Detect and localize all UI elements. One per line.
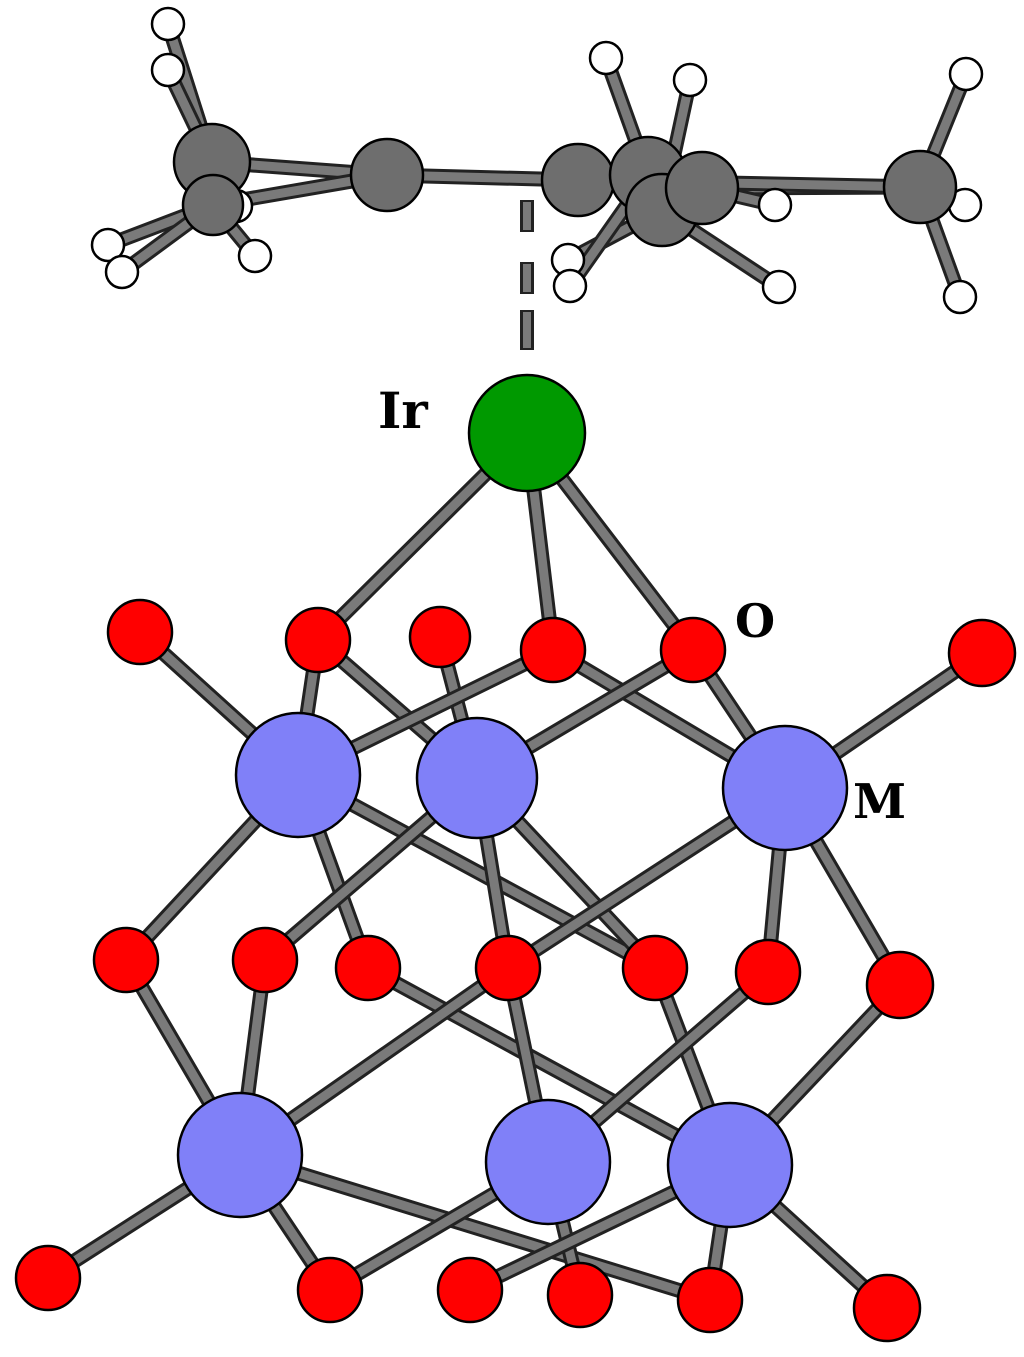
oxygen-atom	[474, 934, 542, 1002]
oxygen-atom	[621, 934, 689, 1002]
oxygen-atom	[408, 605, 472, 669]
metal-atom	[415, 716, 539, 840]
oxygen-atom	[519, 616, 587, 684]
hydrogen-atom	[948, 56, 984, 92]
carbon-atom	[540, 142, 616, 218]
oxygen-atom	[296, 1256, 364, 1324]
carbon-atom	[181, 173, 245, 237]
oxygen-atom	[284, 606, 352, 674]
oxygen-atom	[734, 938, 802, 1006]
hydrogen-atom	[761, 269, 797, 305]
oxygen-atom	[231, 926, 299, 994]
carbon-atom	[882, 149, 958, 225]
metal-atom	[666, 1101, 794, 1229]
oxygen-atom	[334, 934, 402, 1002]
hydrogen-atom	[104, 254, 140, 290]
hydrogen-atom	[552, 268, 588, 304]
iridium-label: Ir	[378, 381, 428, 440]
oxygen-atom	[947, 618, 1017, 688]
bond	[232, 1147, 718, 1308]
hydrogen-atom	[757, 187, 793, 223]
oxygen-atom	[106, 598, 174, 666]
atoms-layer	[14, 6, 1017, 1343]
hydrogen-atom	[672, 62, 708, 98]
carbon-atom	[349, 137, 425, 213]
metal-atom	[484, 1098, 612, 1226]
oxygen-atom	[676, 1266, 744, 1334]
metal-atom	[234, 711, 362, 839]
bond	[360, 960, 738, 1173]
carbon-atom	[664, 150, 740, 226]
oxygen-atom	[14, 1244, 82, 1312]
hydrogen-atom	[942, 279, 978, 315]
oxygen-atom	[436, 1256, 504, 1324]
hydrogen-atom	[150, 6, 186, 42]
metal-atom	[176, 1091, 304, 1219]
oxygen-atom	[852, 1273, 922, 1343]
hydrogen-atom	[588, 40, 624, 76]
oxygen-atom	[659, 616, 727, 684]
metal-label: M	[853, 774, 907, 830]
hydrogen-atom	[90, 227, 126, 263]
oxygen-atom	[865, 950, 935, 1020]
oxygen-atom	[92, 926, 160, 994]
bond	[290, 767, 663, 976]
iridium-atom	[467, 373, 587, 493]
hydrogen-atom	[237, 238, 273, 274]
hydrogen-atom	[150, 52, 186, 88]
oxygen-label: O	[735, 594, 776, 648]
oxygen-atom	[546, 1261, 614, 1329]
metal-atom	[721, 724, 849, 852]
